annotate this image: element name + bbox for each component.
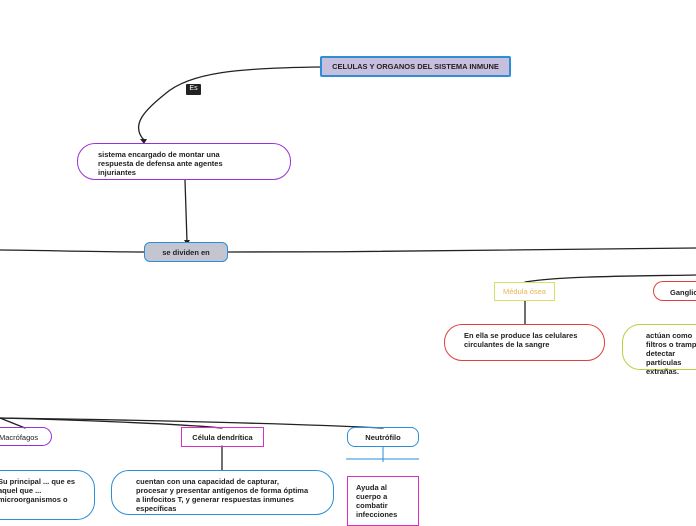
ganglios-desc-label: actúan como filtros o trampas detectar p… (646, 331, 696, 376)
connector-divide-left (0, 249, 146, 253)
ganglios-label: Ganglios (670, 288, 696, 297)
macrofagos-label: Macrófagos (0, 433, 39, 442)
ganglios-desc-node[interactable]: actúan como filtros o trampas detectar p… (622, 324, 696, 376)
root-label: CELULAS Y ORGANOS DEL SISTEMA INMUNE (332, 62, 499, 71)
neutrofilo-desc-node[interactable]: Ayuda al cuerpo a combatir infecciones (347, 476, 419, 526)
medula-desc-node[interactable]: En ella se produce las celulares circula… (444, 324, 605, 361)
dendritica-desc-node[interactable]: cuentan con una capacidad de capturar, p… (111, 470, 334, 515)
connector-definition-to-divide (184, 179, 188, 243)
macrofagos-desc-node[interactable]: Su principal ... que es aquel que ... mi… (0, 470, 95, 520)
neutrofilo-label: Neutrófilo (365, 432, 401, 442)
ganglios-node[interactable]: Ganglios (653, 281, 696, 301)
medula-desc-label: En ella se produce las celulares circula… (464, 331, 578, 349)
macrofagos-desc-label: Su principal ... que es aquel que ... mi… (0, 477, 76, 504)
connector-organs-branch (524, 274, 696, 283)
connector-root-to-definition (138, 66, 321, 141)
connector-cells-to-neutrofilo (0, 417, 384, 429)
connector-divide-right (227, 247, 696, 253)
divide-label: se dividen en (162, 247, 210, 257)
definition-label: sistema encargado de montar una respuest… (98, 150, 223, 177)
medula-node[interactable]: Médula ósea (494, 282, 555, 301)
neutrofilo-desc-label: Ayuda al cuerpo a combatir infecciones (356, 483, 398, 519)
macrofagos-node[interactable]: Macrófagos (0, 427, 52, 446)
es-tag-label: Es (189, 85, 198, 93)
dendritica-desc-label: cuentan con una capacidad de capturar, p… (136, 477, 309, 513)
neutrofilo-node[interactable]: Neutrófilo (347, 427, 419, 447)
medula-label: Médula ósea (503, 287, 546, 296)
divide-node[interactable]: se dividen en (144, 242, 228, 262)
dendritica-label: Célula dendrítica (192, 432, 253, 442)
root-node[interactable]: CELULAS Y ORGANOS DEL SISTEMA INMUNE (320, 56, 511, 77)
arrowhead-definition (140, 139, 147, 144)
definition-node[interactable]: sistema encargado de montar una respuest… (77, 143, 291, 180)
es-tag: Es (186, 84, 201, 95)
dendritica-node[interactable]: Célula dendrítica (181, 427, 264, 447)
